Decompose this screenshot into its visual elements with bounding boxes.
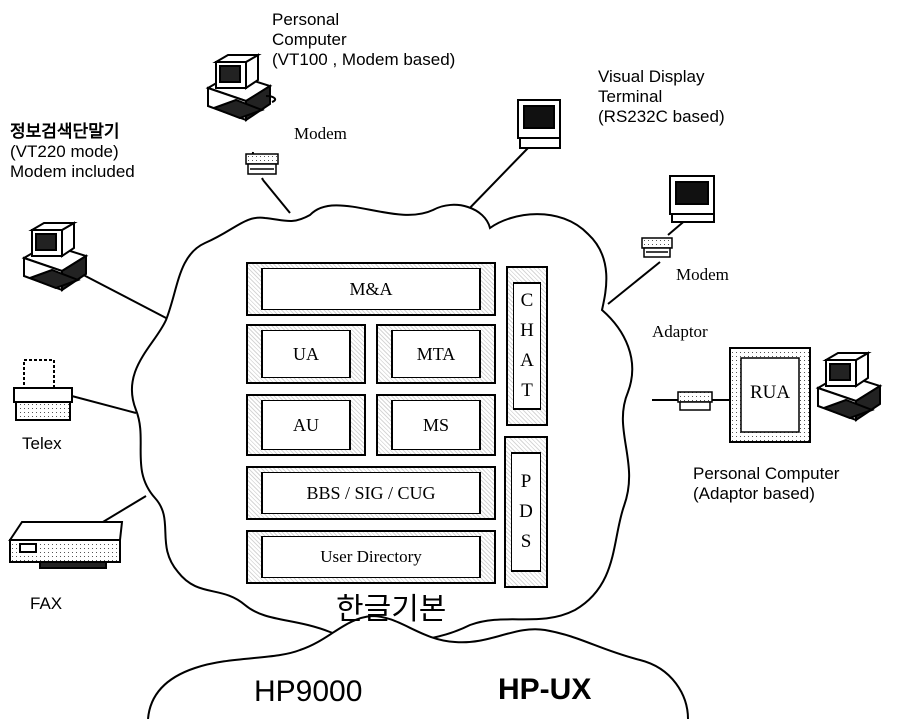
pc-modem-label-line-1: Personal — [272, 10, 455, 30]
modem-icon-2 — [642, 238, 672, 257]
pc-adaptor-label: Personal Computer (Adaptor based) — [693, 464, 839, 504]
module-user-directory-label: User Directory — [261, 536, 481, 578]
terminal-label-line-1: 정보검색단말기 — [10, 122, 135, 142]
pc-modem-icon — [208, 55, 275, 120]
module-pds-label: P D S — [511, 452, 541, 572]
rua-label: RUA — [741, 383, 799, 403]
module-pds-letter: P — [517, 467, 536, 497]
module-chat-letter: T — [518, 376, 537, 406]
fax-label: FAX — [30, 594, 62, 614]
module-bbs: BBS / SIG / CUG — [246, 466, 496, 520]
pc-modem-label-line-3: (VT100 , Modem based) — [272, 50, 455, 70]
hangul-base-label: 한글기본 — [336, 592, 446, 628]
pc-adaptor-label-line-1: Personal Computer — [693, 464, 839, 484]
module-chat-letter: A — [518, 346, 537, 376]
pc-monitor-icon — [670, 176, 714, 222]
pc-modem-label: Personal Computer (VT100 , Modem based) — [272, 10, 455, 70]
pc-adaptor-icon — [818, 353, 880, 420]
hp9000-cloud-outline — [148, 616, 688, 719]
vdt-label: Visual Display Terminal (RS232C based) — [598, 67, 725, 127]
telex-label: Telex — [22, 434, 62, 454]
terminal-label-line-3: Modem included — [10, 162, 135, 182]
module-au: AU — [246, 394, 366, 456]
telex-icon — [14, 360, 72, 420]
module-chat-letter: C — [518, 286, 537, 316]
module-mta: MTA — [376, 324, 496, 384]
vdt-label-line-1: Visual Display — [598, 67, 725, 87]
module-pds: P D S — [504, 436, 548, 588]
modem-icon-1 — [246, 154, 278, 174]
module-bbs-label: BBS / SIG / CUG — [261, 472, 481, 514]
module-ua-label: UA — [261, 330, 351, 378]
module-pds-letter: D — [517, 497, 536, 527]
hpux-label: HP-UX — [498, 672, 591, 708]
module-ms-label: MS — [391, 400, 481, 450]
module-ma-label: M&A — [261, 268, 481, 310]
module-chat-label: C H A T — [513, 282, 541, 410]
module-ms: MS — [376, 394, 496, 456]
modem-label-2: Modem — [676, 265, 729, 285]
pc-adaptor-label-line-2: (Adaptor based) — [693, 484, 839, 504]
module-chat: C H A T — [506, 266, 548, 426]
module-ma: M&A — [246, 262, 496, 316]
adaptor-label: Adaptor — [652, 322, 708, 342]
terminal-label: 정보검색단말기 (VT220 mode) Modem included — [10, 122, 135, 182]
hp9000-label: HP9000 — [254, 674, 362, 710]
fax-icon — [10, 522, 122, 568]
vt220-terminal-icon — [24, 223, 86, 290]
pc-modem-label-line-2: Computer — [272, 30, 455, 50]
module-user-directory: User Directory — [246, 530, 496, 584]
modem-label-1: Modem — [294, 124, 347, 144]
module-au-label: AU — [261, 400, 351, 450]
terminal-label-line-2: (VT220 mode) — [10, 142, 135, 162]
vdt-label-line-2: Terminal — [598, 87, 725, 107]
vdt-icon — [518, 100, 560, 148]
module-pds-letter: S — [517, 527, 536, 557]
module-chat-letter: H — [518, 316, 537, 346]
module-ua: UA — [246, 324, 366, 384]
module-mta-label: MTA — [391, 330, 481, 378]
vdt-label-line-3: (RS232C based) — [598, 107, 725, 127]
adaptor-icon — [678, 392, 712, 410]
